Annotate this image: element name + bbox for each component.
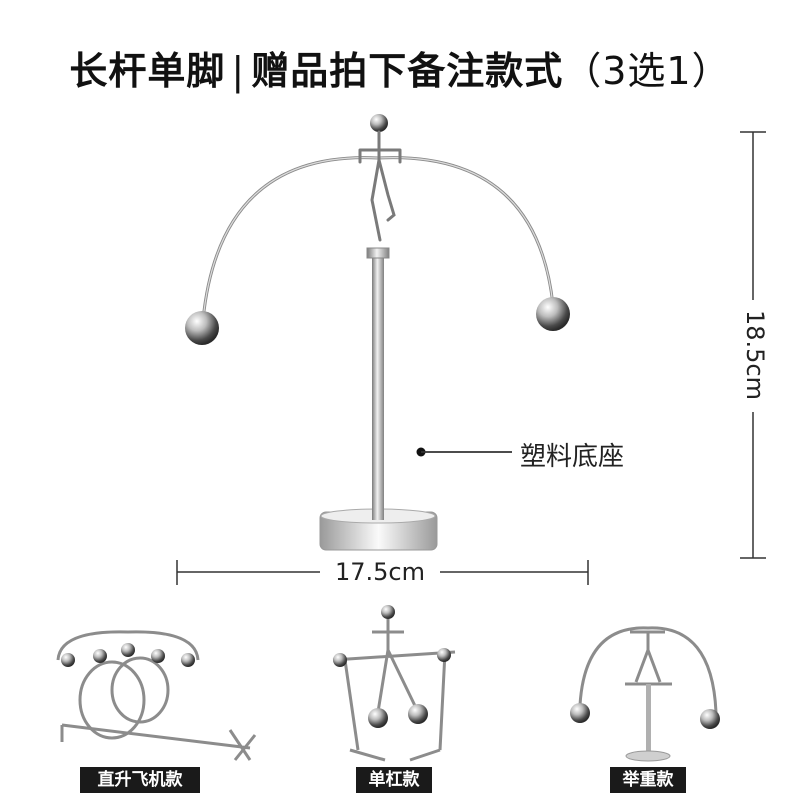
right-ball xyxy=(536,297,570,331)
width-value: 17.5cm xyxy=(320,558,440,586)
callout-pointer xyxy=(416,447,512,457)
vertical-rod xyxy=(372,250,384,520)
main-balance-toy xyxy=(185,114,570,551)
height-dimension-line xyxy=(740,131,766,559)
title-separator: | xyxy=(231,49,246,93)
height-dimension: 18.5cm xyxy=(740,300,770,410)
variant-weightlifting-label: 举重款 xyxy=(610,767,686,793)
title-sub: 赠品拍下备注款式 xyxy=(251,49,564,93)
rod-cap xyxy=(366,247,390,259)
variant-horizontal-bar-image xyxy=(332,605,456,762)
left-ball xyxy=(185,311,219,345)
base-callout-label: 塑料底座 xyxy=(520,442,625,472)
variant-horizontal-bar-label: 单杠款 xyxy=(356,767,432,793)
width-dimension-line xyxy=(176,560,589,585)
page-title: 长杆单脚|赠品拍下备注款式（3选1） xyxy=(0,40,800,95)
title-choice: （3选1） xyxy=(563,49,731,93)
figure-head xyxy=(370,114,388,132)
height-value: 18.5cm xyxy=(741,309,769,401)
title-main: 长杆单脚 xyxy=(69,49,226,93)
variant-weightlifting-image xyxy=(570,626,720,762)
variant-helicopter-label: 直升飞机款 xyxy=(80,767,200,793)
variant-helicopter-image xyxy=(56,630,257,761)
figure-body xyxy=(358,130,402,242)
